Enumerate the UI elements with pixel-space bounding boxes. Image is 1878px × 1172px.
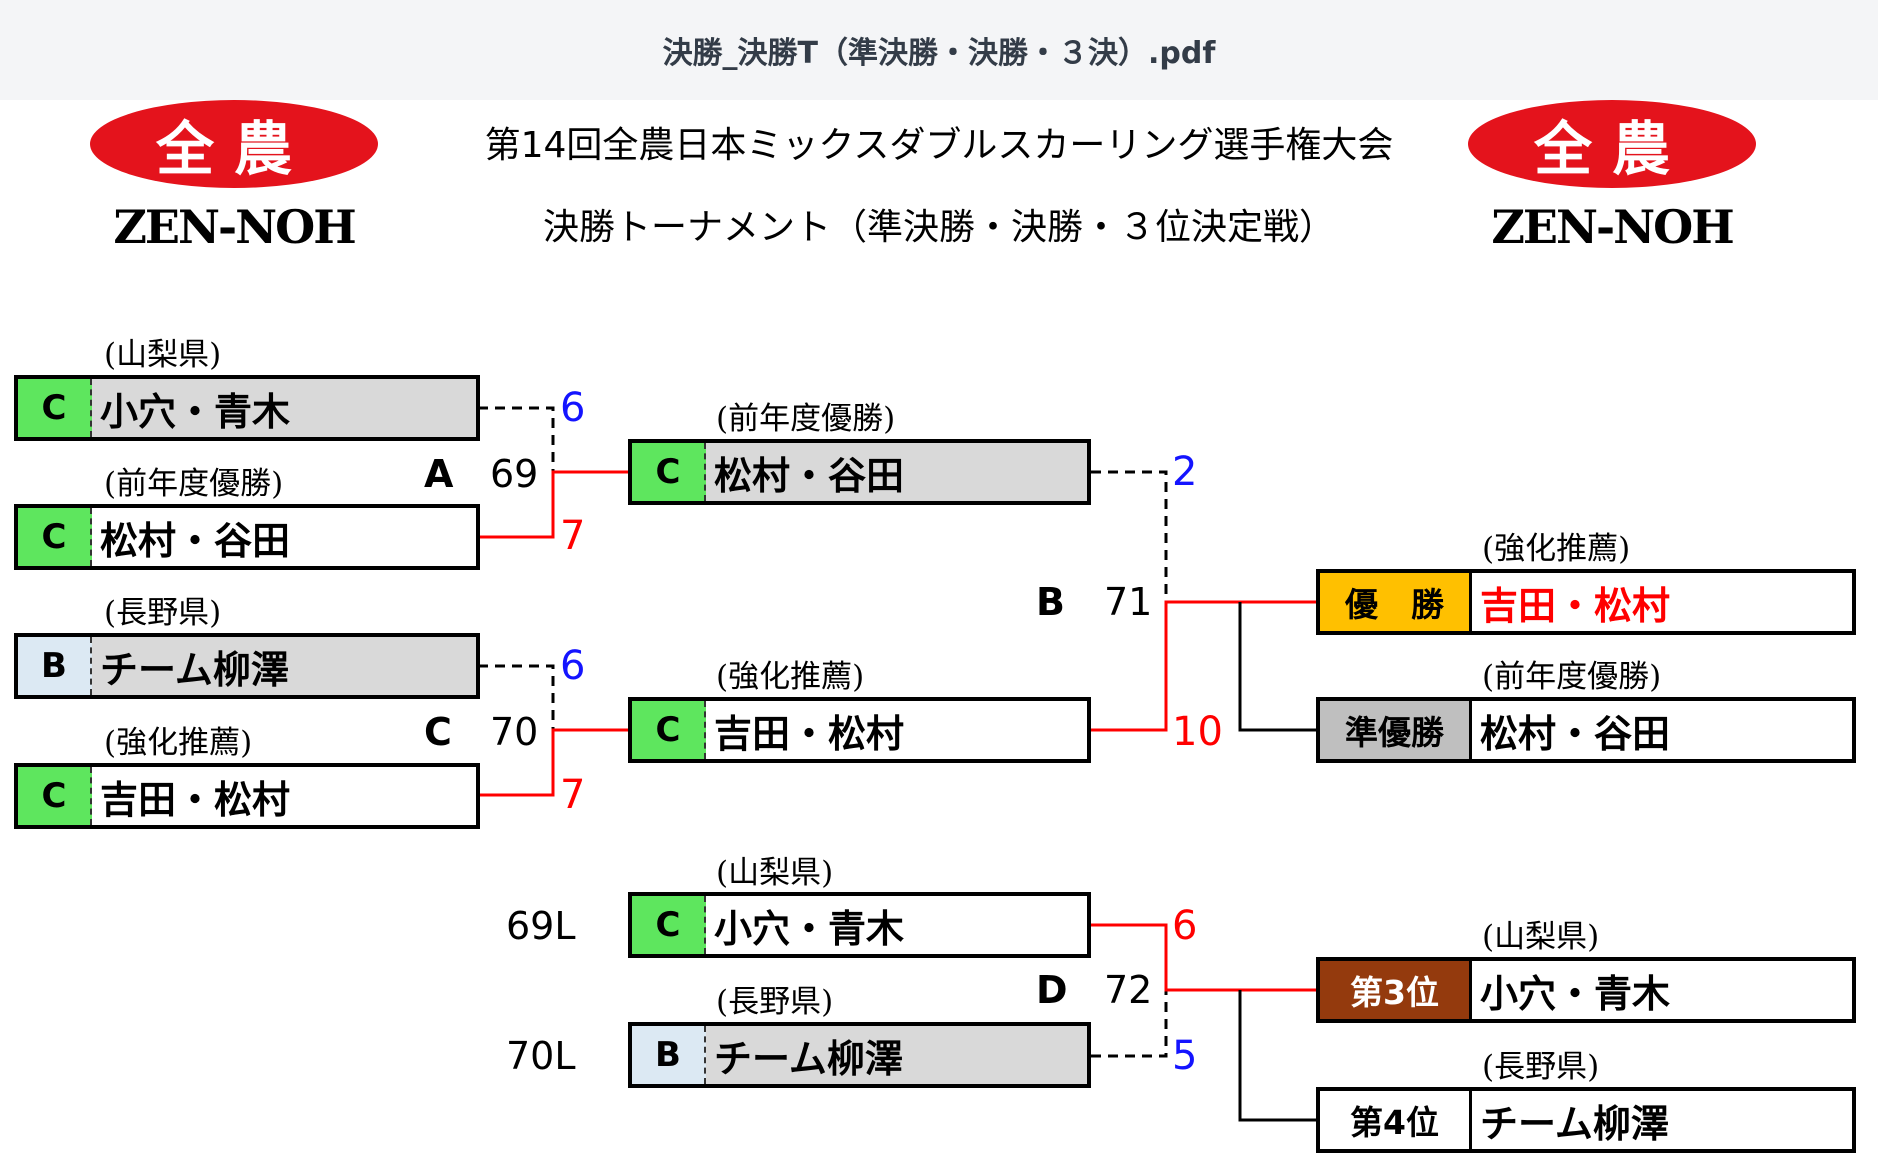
team-badge: C xyxy=(18,767,92,825)
team-badge: B xyxy=(18,637,92,695)
match-number: 69 xyxy=(490,452,539,496)
logo-word: ZEN-NOH xyxy=(113,200,356,254)
team-note: (前年度優勝) xyxy=(104,466,284,502)
result-box-fourth: 第4位 チーム柳澤 xyxy=(1316,1087,1856,1153)
line-b-winner xyxy=(1091,600,1318,732)
line-b-runner-up xyxy=(1238,602,1318,732)
team-box: B チーム柳澤 xyxy=(14,633,480,699)
document-title: 決勝_決勝T（準決勝・決勝・３決）.pdf xyxy=(662,36,1216,71)
team-note: (前年度優勝) xyxy=(716,401,896,437)
tournament-title: 第14回全農日本ミックスダブルスカーリング選手権大会 xyxy=(484,125,1394,166)
team-box: C 小穴・青木 xyxy=(14,375,480,441)
team-note: (山梨県) xyxy=(1482,919,1600,955)
team-name: 吉田・松村 xyxy=(100,777,291,822)
rank-label: 第4位 xyxy=(1320,1091,1472,1149)
score: 7 xyxy=(560,772,586,818)
team-box: B チーム柳澤 xyxy=(628,1022,1091,1088)
result-box-champion: 優 勝 吉田・松村 xyxy=(1316,569,1856,635)
team-name: チーム柳澤 xyxy=(100,647,289,692)
team-badge: C xyxy=(632,443,706,501)
team-note: (長野県) xyxy=(1482,1049,1600,1085)
match-label: A xyxy=(424,452,454,496)
team-note: (長野県) xyxy=(104,595,222,631)
document-title-bar: 決勝_決勝T（準決勝・決勝・３決）.pdf xyxy=(0,0,1878,100)
score: 6 xyxy=(560,385,586,431)
team-note: (長野県) xyxy=(716,984,834,1020)
match-number: 70 xyxy=(490,710,539,754)
team-note: (強化推薦) xyxy=(104,725,253,761)
team-badge: C xyxy=(632,896,706,954)
team-note: (強化推薦) xyxy=(1482,531,1631,567)
match-label: C xyxy=(424,710,452,754)
line-b-loser xyxy=(1091,470,1168,602)
team-box: C 松村・谷田 xyxy=(628,439,1091,505)
line-a-loser xyxy=(478,406,555,472)
team-box: C 吉田・松村 xyxy=(14,763,480,829)
line-c-winner xyxy=(478,728,630,797)
tournament-subtitle: 決勝トーナメント（準決勝・決勝・３位決定戦） xyxy=(542,207,1335,248)
match-number: 71 xyxy=(1104,580,1153,624)
team-name: 松村・谷田 xyxy=(714,453,905,498)
line-d-fourth xyxy=(1238,990,1318,1122)
team-name: 吉田・松村 xyxy=(1480,583,1671,628)
team-name: 小穴・青木 xyxy=(100,389,291,434)
logo-kanji: 全農 xyxy=(90,100,378,188)
seed-label: 69L xyxy=(506,904,576,948)
team-name: 松村・谷田 xyxy=(100,518,291,563)
logo-word: ZEN-NOH xyxy=(1491,200,1734,254)
rank-label: 準優勝 xyxy=(1320,701,1472,759)
team-name: チーム柳澤 xyxy=(1480,1101,1669,1146)
rank-label: 第3位 xyxy=(1320,961,1472,1019)
team-note: (強化推薦) xyxy=(716,659,865,695)
team-note: (山梨県) xyxy=(716,855,834,891)
team-name: 吉田・松村 xyxy=(714,711,905,756)
team-name: チーム柳澤 xyxy=(714,1036,903,1081)
team-box: C 小穴・青木 xyxy=(628,892,1091,958)
line-c-loser xyxy=(478,664,555,730)
team-badge: C xyxy=(632,701,706,759)
line-a-winner xyxy=(478,470,630,539)
result-box-runner-up: 準優勝 松村・谷田 xyxy=(1316,697,1856,763)
line-d-loser xyxy=(1091,990,1168,1058)
team-badge: C xyxy=(18,379,92,437)
logo-kanji: 全農 xyxy=(1468,100,1756,188)
seed-label: 70L xyxy=(506,1034,576,1078)
score: 5 xyxy=(1172,1033,1198,1079)
team-note: (前年度優勝) xyxy=(1482,659,1662,695)
team-box: C 松村・谷田 xyxy=(14,504,480,570)
rank-label: 優 勝 xyxy=(1320,573,1472,631)
team-name: 小穴・青木 xyxy=(714,906,905,951)
team-badge: B xyxy=(632,1026,706,1084)
team-name: 小穴・青木 xyxy=(1480,971,1671,1016)
match-number: 72 xyxy=(1104,968,1153,1012)
team-note: (山梨県) xyxy=(104,337,222,373)
score: 2 xyxy=(1172,449,1198,495)
team-badge: C xyxy=(18,508,92,566)
result-box-third: 第3位 小穴・青木 xyxy=(1316,957,1856,1023)
match-label: D xyxy=(1036,968,1068,1012)
team-name: 松村・谷田 xyxy=(1480,711,1671,756)
score: 10 xyxy=(1172,709,1223,755)
line-d-winner xyxy=(1091,923,1318,992)
score: 6 xyxy=(1172,903,1198,949)
match-label: B xyxy=(1036,580,1065,624)
score: 6 xyxy=(560,643,586,689)
score: 7 xyxy=(560,513,586,559)
team-box: C 吉田・松村 xyxy=(628,697,1091,763)
